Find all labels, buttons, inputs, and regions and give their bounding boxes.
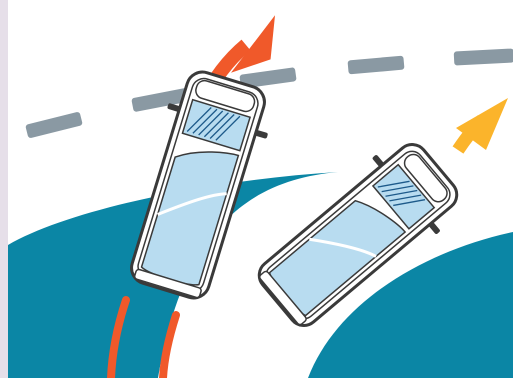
lane-dash: [347, 56, 404, 75]
page-edge-strip: [0, 0, 8, 378]
arrow-yellow-icon: [456, 98, 508, 150]
lane-dash: [454, 48, 513, 65]
lane-divider: [25, 48, 513, 138]
overtaking-illustration: [8, 0, 513, 378]
lane-dash: [25, 111, 83, 138]
